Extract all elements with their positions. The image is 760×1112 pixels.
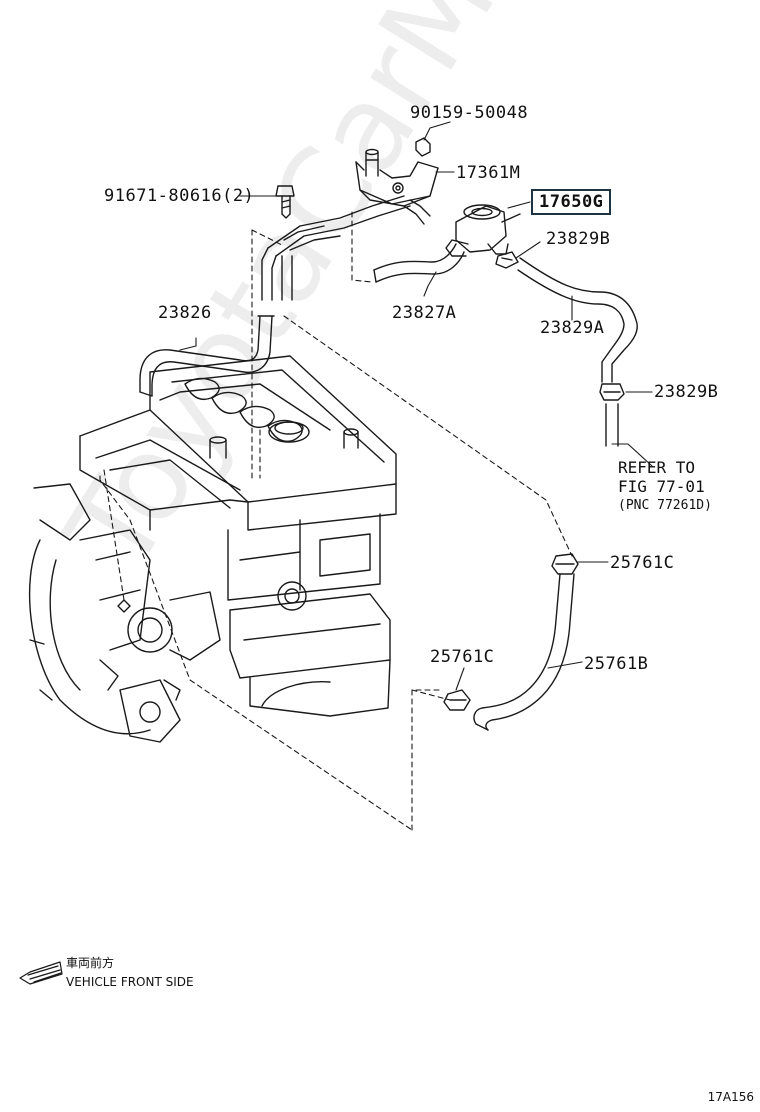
part-label-23826[interactable]: 23826 [158,303,212,323]
hose-23827a [373,243,465,283]
part-label-90159-50048[interactable]: 90159-50048 [410,103,529,123]
part-label-17650g[interactable]: 17650G [531,189,612,215]
bracket-assembly [355,137,439,225]
part-label-25761c-lower[interactable]: 25761C [430,647,495,667]
hose-25761b [473,573,575,731]
clip-23829b-lower [599,383,625,401]
dashed-leaders [99,211,573,831]
part-label-23829a[interactable]: 23829A [540,318,605,338]
vsv-valve-17650g [445,204,521,257]
vehicle-front-en: VEHICLE FRONT SIDE [66,975,194,989]
clip-23829b-top [495,251,519,269]
refer-note-line2[interactable]: FIG 77-01 [618,477,705,496]
part-label-91671-80616[interactable]: 91671-80616(2) [104,186,255,206]
refer-note-line3: (PNC 77261D) [618,498,712,513]
label-leaders [179,121,653,691]
tube-to-fig-77 [605,403,619,447]
bolt-91671 [275,185,295,219]
part-label-23829b-upper[interactable]: 23829B [546,229,611,249]
part-label-17361m[interactable]: 17361M [456,163,521,183]
clip-25761c-lower [443,689,471,711]
clip-25761c-upper [551,553,579,575]
part-label-23827a[interactable]: 23827A [392,303,457,323]
hose-23829a [517,257,638,383]
figure-code: 17A156 [707,1090,754,1104]
vehicle-front-arrow [19,961,63,985]
refer-note: REFER TO FIG 77-01 (PNC 77261D) [618,458,712,515]
vehicle-front-jp: 車両前方 [66,956,115,970]
part-label-23829b-lower[interactable]: 23829B [654,382,719,402]
hose-23826 [139,195,411,397]
refer-note-line1: REFER TO [618,458,696,477]
engine-block [28,355,397,743]
part-label-25761b[interactable]: 25761B [584,654,649,674]
part-label-25761c-upper[interactable]: 25761C [610,553,675,573]
